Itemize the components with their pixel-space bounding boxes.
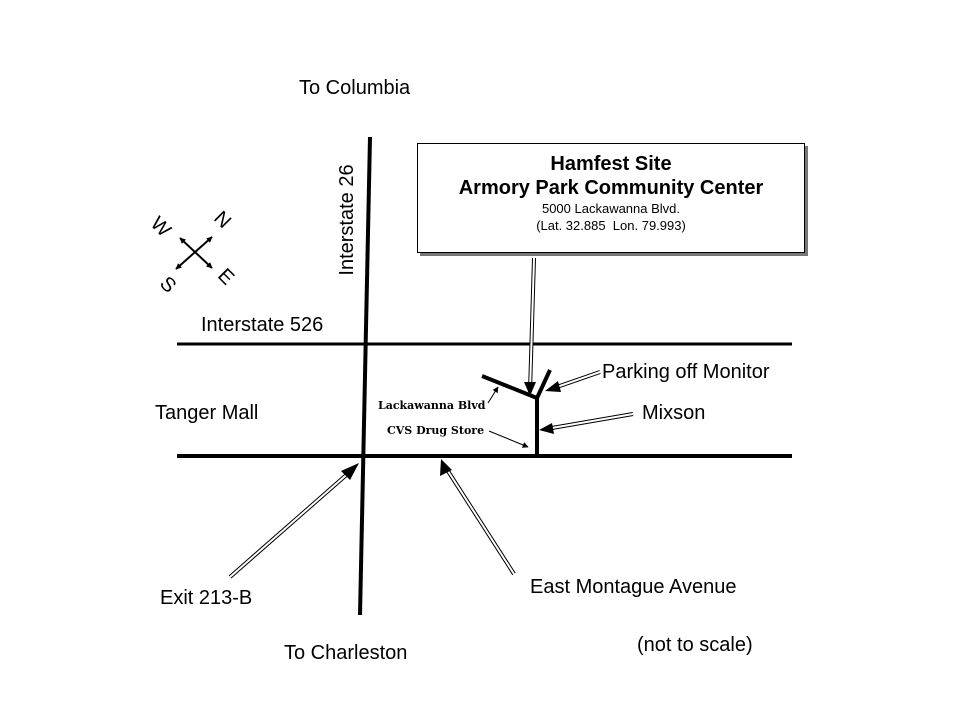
interstate-26-road bbox=[358, 136, 372, 616]
hamfest-venue: Armory Park Community Center bbox=[458, 177, 764, 199]
lackawanna-road bbox=[481, 374, 538, 400]
mixson-arrow bbox=[539, 412, 634, 434]
parking-arrow bbox=[545, 370, 601, 392]
hamfest-coords: (Lat. 32.885 Lon. 79.993) bbox=[536, 218, 686, 233]
cvs-label: CVS Drug Store bbox=[387, 424, 485, 437]
exit-label: Exit 213-B bbox=[160, 587, 253, 609]
compass-rose bbox=[175, 236, 213, 270]
mixson-label: Mixson bbox=[642, 402, 706, 424]
hamfest-site-arrow bbox=[524, 257, 536, 396]
interstate-526-label: Interstate 526 bbox=[201, 314, 324, 336]
east-montague-arrow bbox=[440, 459, 516, 576]
monitor-road bbox=[535, 369, 552, 399]
hamfest-title: Hamfest Site bbox=[550, 153, 672, 175]
east-montague-label: East Montague Avenue bbox=[530, 576, 737, 598]
parking-label: Parking off Monitor bbox=[602, 361, 770, 383]
not-to-scale-label: (not to scale) bbox=[637, 634, 753, 656]
hamfest-address: 5000 Lackawanna Blvd. bbox=[541, 201, 681, 216]
interstate-26-label: Interstate 26 bbox=[336, 164, 358, 276]
cvs-arrow bbox=[488, 430, 529, 448]
lackawanna-arrow bbox=[487, 386, 499, 404]
hamfest-site-box: Hamfest Site Armory Park Community Cente… bbox=[417, 143, 805, 253]
tanger-mall-label: Tanger Mall bbox=[155, 402, 259, 424]
lackawanna-label: Lackawanna Blvd bbox=[378, 399, 486, 412]
exit-arrow bbox=[228, 463, 359, 579]
to-charleston-label: To Charleston bbox=[284, 642, 408, 664]
to-columbia-label: To Columbia bbox=[299, 77, 411, 99]
